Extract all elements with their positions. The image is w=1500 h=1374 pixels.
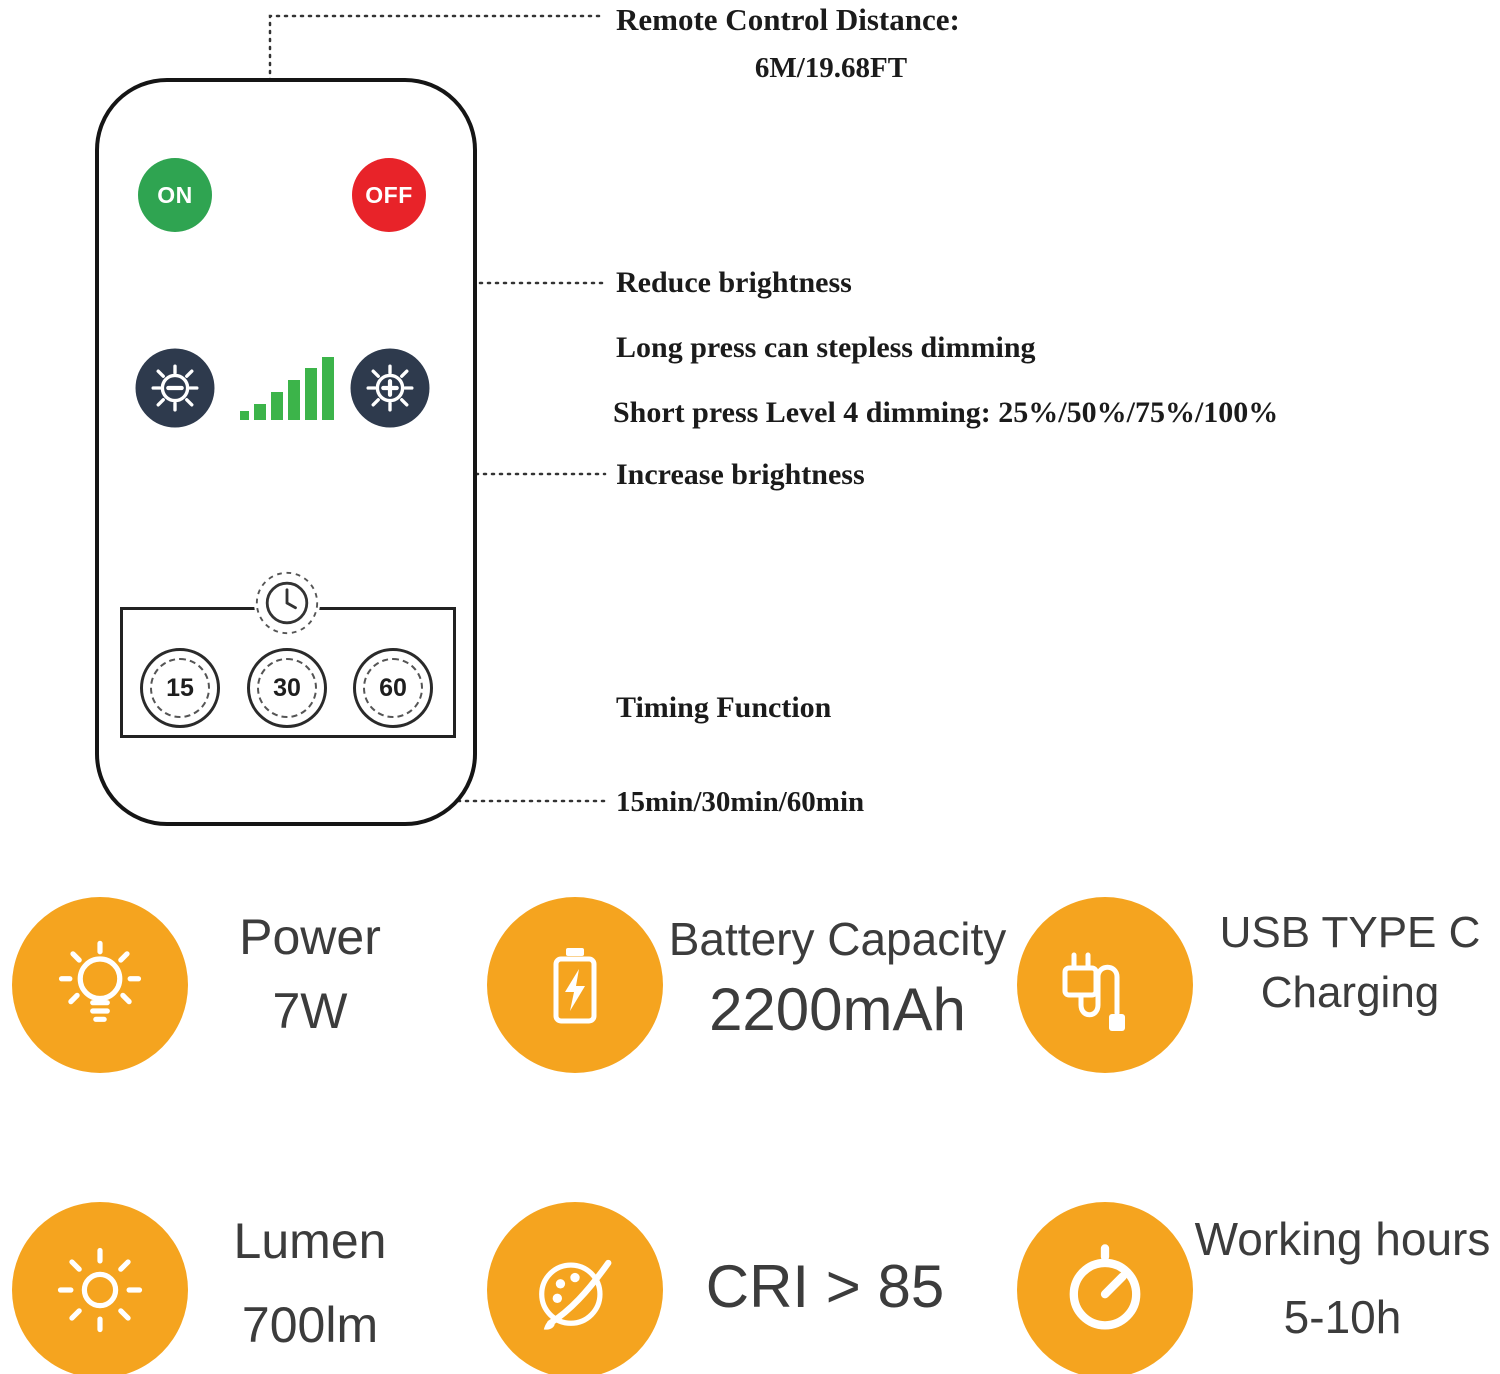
cri-value: CRI > 85 (705, 1253, 945, 1320)
dim-plus-icon (350, 348, 430, 428)
annotation-short-press: Short press Level 4 dimming: 25%/50%/75%… (613, 396, 1279, 429)
battery-feature-badge (487, 897, 663, 1073)
timer-15-button: 15 (140, 648, 220, 728)
usb-feature-badge (1017, 897, 1193, 1073)
usb-label-line1: USB TYPE C (1219, 908, 1481, 957)
battery-label: Battery Capacity (668, 913, 1007, 965)
power-value: 7W (272, 983, 348, 1039)
power-feature-badge (12, 897, 188, 1073)
clock-icon (254, 570, 320, 636)
signal-dot (240, 411, 249, 420)
signal-bars-icon (240, 356, 334, 420)
palette-icon (539, 1259, 612, 1330)
lumen-feature-badge (12, 1202, 188, 1374)
timer-icon (1069, 1244, 1141, 1330)
annotation-distance-value: 6M/19.68FT (754, 52, 908, 84)
battery-value: 2200mAh (709, 976, 966, 1043)
dim-minus-icon (135, 348, 215, 428)
lumen-value: 700lm (241, 1297, 379, 1353)
sun-icon (57, 1247, 143, 1333)
off-button: OFF (352, 158, 426, 232)
bulb-icon (58, 940, 142, 1022)
battery-icon (553, 948, 597, 1024)
annotation-reduce-brightness: Reduce brightness (616, 266, 852, 299)
hours-feature-badge (1017, 1202, 1193, 1374)
timer-60-label: 60 (379, 673, 407, 702)
timer-60-button: 60 (353, 648, 433, 728)
on-button: ON (138, 158, 212, 232)
annotation-timing-function: Timing Function (616, 691, 832, 724)
usb-label-line2: Charging (1260, 968, 1440, 1017)
timer-30-label: 30 (273, 673, 301, 702)
power-label: Power (239, 909, 381, 965)
annotation-increase-brightness: Increase brightness (616, 458, 865, 491)
cri-feature-badge (487, 1202, 663, 1374)
hours-value: 5-10h (1283, 1291, 1402, 1343)
off-button-label: OFF (365, 181, 413, 208)
timer-30-button: 30 (247, 648, 327, 728)
hours-label: Working hours (1194, 1213, 1491, 1265)
on-button-label: ON (157, 181, 193, 208)
annotation-timing-options: 15min/30min/60min (616, 786, 865, 818)
annotation-long-press: Long press can stepless dimming (616, 331, 1036, 364)
timer-15-label: 15 (166, 673, 194, 702)
lumen-label: Lumen (233, 1213, 387, 1269)
usb-plug-icon (1062, 952, 1125, 1031)
annotation-distance-title: Remote Control Distance: (616, 2, 960, 37)
